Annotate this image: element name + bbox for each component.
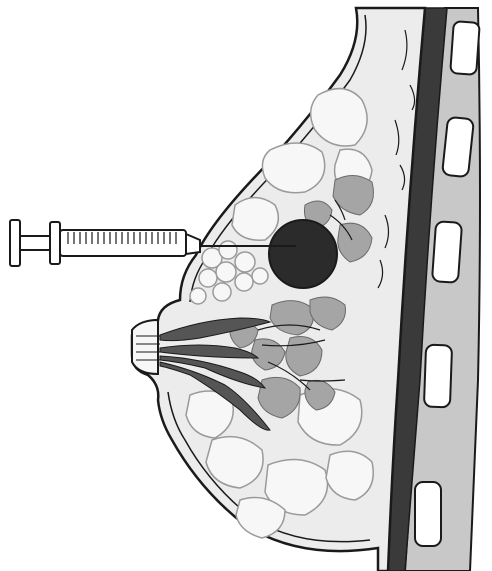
nipple (132, 320, 160, 374)
rib (450, 21, 480, 75)
fat-lobule (216, 262, 236, 282)
rib (432, 221, 462, 283)
fat-lobule (262, 143, 324, 193)
fat-lobule (235, 252, 255, 272)
fat-lobule (252, 268, 268, 284)
syringe-hub (186, 234, 200, 254)
syringe-plunger (20, 236, 50, 250)
rib (415, 482, 441, 546)
breast (132, 8, 425, 571)
rib (442, 117, 474, 177)
fat-lobule (219, 241, 237, 259)
fat-lobule (213, 283, 231, 301)
fat-lobule (190, 288, 206, 304)
syringe-icon (10, 220, 200, 266)
fat-lobule (232, 198, 278, 241)
nipple-shape (132, 320, 158, 374)
syringe-thumb-rest (10, 220, 20, 266)
syringe-barrel (60, 230, 186, 256)
fat-lobule (235, 273, 253, 291)
rib (424, 345, 452, 408)
fat-lobule (199, 269, 217, 287)
syringe-flange (50, 222, 60, 264)
lesion (269, 220, 337, 288)
